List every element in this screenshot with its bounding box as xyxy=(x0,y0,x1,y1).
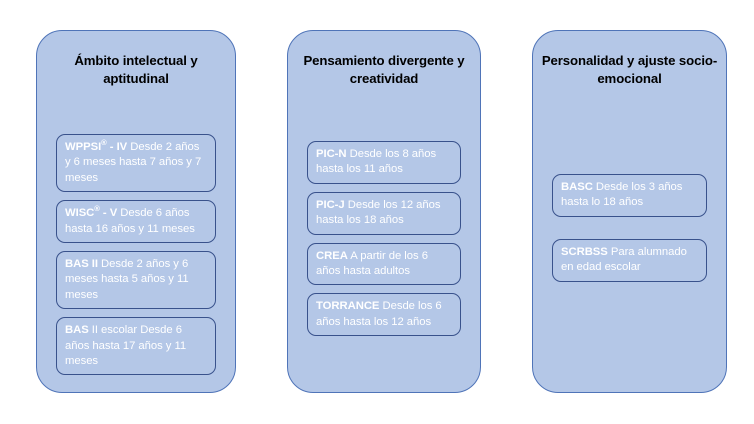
test-card-name: BASC xyxy=(561,181,593,193)
test-card-description: Desde 2 años y 6 meses hasta 5 años y 11… xyxy=(65,258,189,301)
test-card-name-suffix: - V xyxy=(99,207,118,220)
panel-title-personalidad-socioemocional: Personalidad y ajuste socio-emocional xyxy=(541,52,718,87)
test-card-name: SCRBSS xyxy=(561,245,608,258)
test-card-description: Desde 2 años y 6 meses hasta 7 años y 7 … xyxy=(65,141,202,184)
panel-pensamiento-divergente: Pensamiento divergente y creatividad PIC… xyxy=(287,30,481,393)
test-card-description: A partir de los 6 años hasta adultos xyxy=(316,249,428,278)
test-card: BAS II escolar Desde 6 años hasta 17 año… xyxy=(56,317,216,376)
registered-trademark-icon: ® xyxy=(94,204,100,214)
test-card-name: BAS xyxy=(65,324,89,337)
registered-trademark-icon: ® xyxy=(101,138,107,148)
test-card-name: CREA xyxy=(316,249,348,262)
test-card-description: Desde los 3 años hasta lo 18 años xyxy=(561,181,683,209)
test-card-description: Desde los 6 años hasta los 12 años xyxy=(316,300,442,328)
test-card: BASC Desde los 3 años hasta lo 18 años xyxy=(552,174,707,217)
test-card-name: TORRANCE xyxy=(316,300,380,313)
panel-title-ambito-intelectual: Ámbito intelectual y aptitudinal xyxy=(74,52,198,87)
test-card: TORRANCE Desde los 6 años hasta los 12 a… xyxy=(307,293,461,337)
test-card-name: PIC-J xyxy=(316,198,345,211)
test-card-name: PIC-N xyxy=(316,148,347,160)
test-card: WISC® - V Desde 6 años hasta 16 años y 1… xyxy=(56,200,216,244)
panel-ambito-intelectual: Ámbito intelectual y aptitudinal WPPSI® … xyxy=(36,30,236,393)
panel-title-pensamiento-divergente: Pensamiento divergente y creatividad xyxy=(303,52,465,87)
test-card: PIC-N Desde los 8 años hasta los 11 años xyxy=(307,141,461,184)
test-card-description: Desde los 8 años hasta los 11 años xyxy=(316,148,437,176)
panel-personalidad-socioemocional: Personalidad y ajuste socio-emocional BA… xyxy=(532,30,727,393)
test-card: SCRBSS Para alumnado en edad escolar xyxy=(552,238,707,282)
card-list-ambito-intelectual: WPPSI® - IV Desde 2 años y 6 meses hasta… xyxy=(56,134,216,376)
test-card: CREA A partir de los 6 años hasta adulto… xyxy=(307,242,461,286)
test-card: WPPSI® - IV Desde 2 años y 6 meses hasta… xyxy=(56,134,216,193)
test-card: PIC-J Desde los 12 años hasta los 18 año… xyxy=(307,191,461,235)
test-card-name: BAS II xyxy=(65,258,98,271)
test-card-name-suffix: - IV xyxy=(106,141,128,153)
test-card-description: II escolar Desde 6 años hasta 17 años y … xyxy=(65,324,187,368)
test-card-description: Desde 6 años hasta 16 años y 11 meses xyxy=(65,207,195,235)
test-card-name: WPPSI® - IV xyxy=(65,138,128,153)
test-card-description: Desde los 12 años hasta los 18 años xyxy=(316,198,441,227)
test-card-description: Para alumnado en edad escolar xyxy=(561,245,687,274)
test-card: BAS II Desde 2 años y 6 meses hasta 5 añ… xyxy=(56,251,216,310)
test-card-name: WISC® - V xyxy=(65,204,118,220)
card-list-pensamiento-divergente: PIC-N Desde los 8 años hasta los 11 años… xyxy=(307,141,461,337)
